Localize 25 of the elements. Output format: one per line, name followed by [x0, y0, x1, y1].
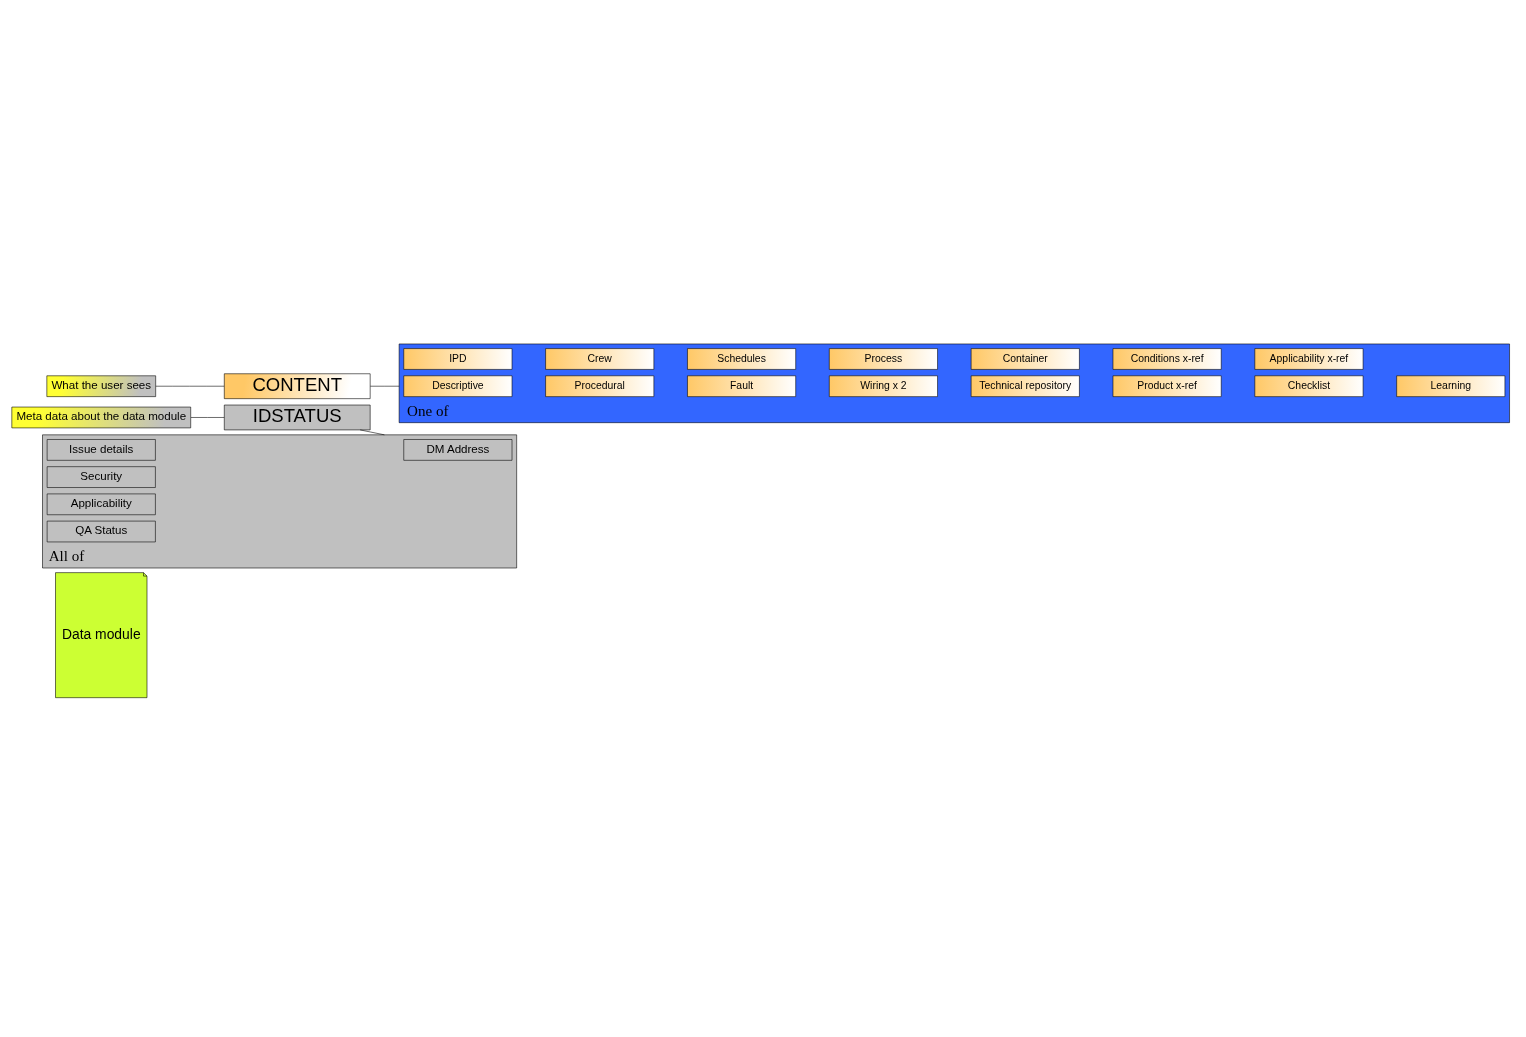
node-box: Wiring x 2	[829, 375, 938, 397]
node-box: Process	[829, 348, 938, 370]
node-box: Issue details	[46, 439, 156, 461]
connector	[359, 429, 385, 436]
node-box: Fault	[687, 375, 796, 397]
node-box: Meta data about the data module	[11, 406, 191, 429]
node-box: Schedules	[687, 348, 796, 370]
node-box: Conditions x-ref	[1112, 348, 1222, 370]
node-box: Procedural	[545, 375, 655, 397]
node-box: Learning	[1396, 375, 1506, 397]
node-box: IDSTATUS	[224, 404, 371, 431]
node-box: Applicability	[46, 493, 156, 516]
node-box: Crew	[545, 348, 655, 370]
node-box: IPD	[403, 348, 513, 370]
node-box: Security	[46, 466, 156, 488]
node-box: Product x-ref	[1112, 375, 1222, 397]
node-box: What the user sees	[46, 375, 156, 397]
node-box: CONTENT	[224, 373, 371, 399]
node-box: QA Status	[46, 520, 156, 543]
node-box: Container	[970, 348, 1080, 370]
node-box: Checklist	[1254, 375, 1364, 397]
node-box: Descriptive	[403, 375, 513, 397]
node-box: Applicability x-ref	[1254, 348, 1364, 370]
node-box: Technical repository	[970, 375, 1080, 397]
node-box: DM Address	[403, 439, 513, 461]
